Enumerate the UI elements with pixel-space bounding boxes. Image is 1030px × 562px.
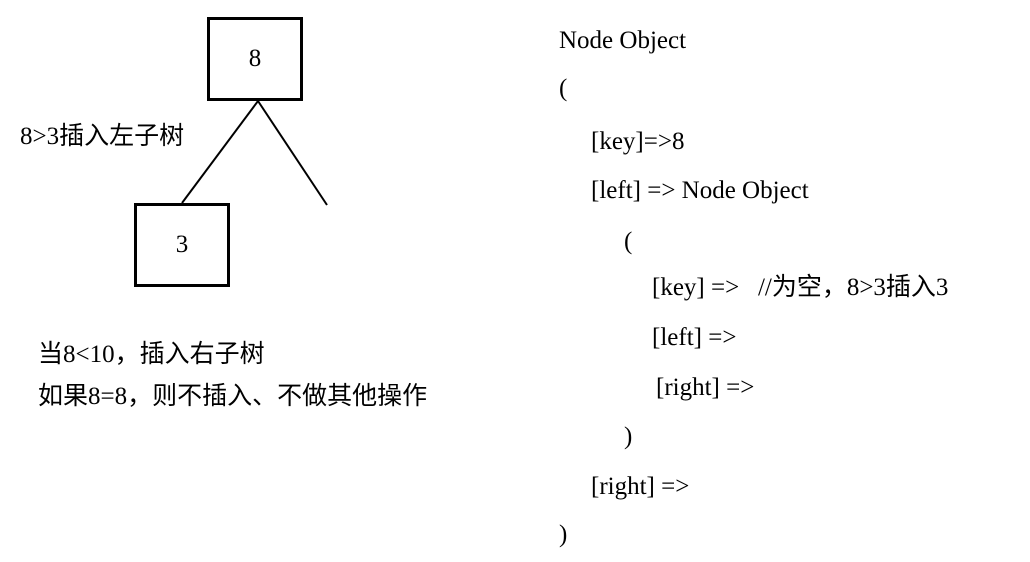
code-line: [key]=>8 [591,128,685,155]
code-line: [left] => Node Object [591,177,809,204]
code-line: ( [559,75,568,102]
root-node: 8 [207,17,303,101]
code-line: ) [624,423,633,450]
code-line: ( [624,228,633,255]
code-line: ) [559,521,568,548]
code-line: [left] => [652,324,737,351]
note-equal-no-insert: 如果8=8，则不插入、不做其他操作 [38,383,428,410]
left-child-node-value: 3 [175,231,189,258]
right-edge [257,100,328,206]
code-line: Node Object [559,27,687,54]
code-line: [right] => [591,473,690,500]
code-line: [right] => [656,374,755,401]
root-node-value: 8 [248,45,262,72]
code-line: [key] => //为空，8>3插入3 [652,274,949,301]
left-edge-label: 8>3插入左子树 [20,123,185,150]
left-edge [181,100,259,204]
note-right-insert: 当8<10，插入右子树 [38,341,265,368]
left-child-node: 3 [134,203,230,287]
